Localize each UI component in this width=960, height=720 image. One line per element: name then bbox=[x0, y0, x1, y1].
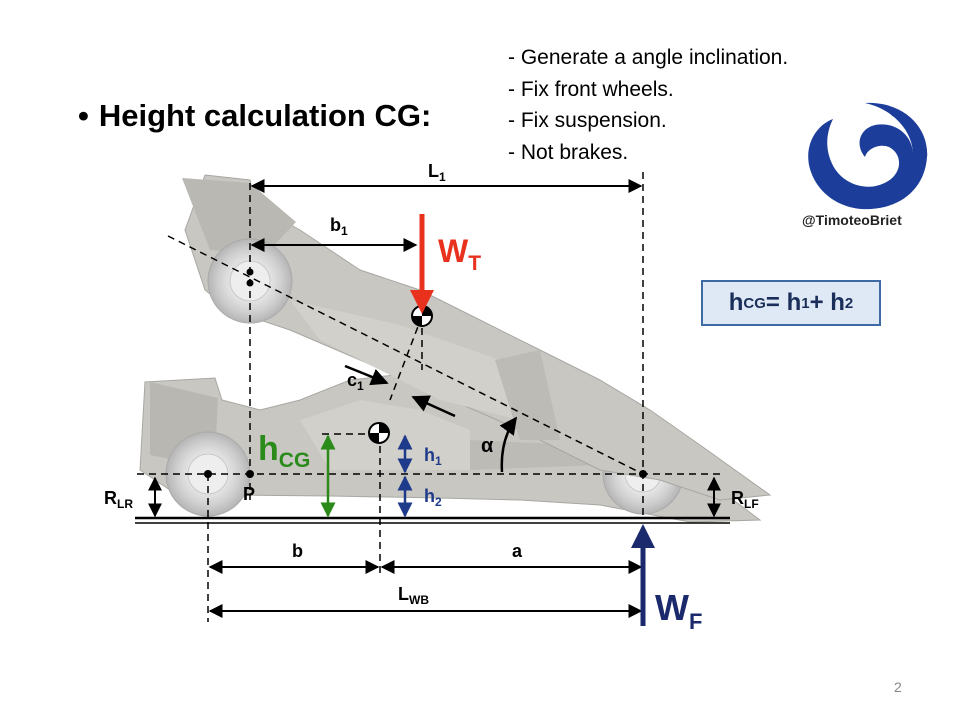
formula-sub1: 1 bbox=[801, 294, 810, 312]
page-number: 2 bbox=[894, 679, 902, 695]
h2-label: h2 bbox=[424, 486, 442, 509]
wt-force-arrow bbox=[410, 214, 434, 314]
bullet-icon: • bbox=[78, 98, 89, 133]
assumption-item: - Fix suspension. bbox=[508, 109, 667, 132]
wt-label: WT bbox=[438, 233, 481, 275]
slide-title: • Height calculation CG: bbox=[78, 98, 431, 134]
h1-label: h1 bbox=[424, 445, 442, 468]
formula-lhs: h bbox=[728, 289, 744, 316]
wf-label: WF bbox=[655, 587, 702, 634]
c1-arrow-left bbox=[344, 364, 389, 386]
assumption-item: - Not brakes. bbox=[508, 140, 629, 164]
b1-label: b1 bbox=[330, 215, 348, 238]
formula-lhs-sub: CG bbox=[743, 294, 766, 312]
assumptions-list: - Generate a angle inclination. - Fix fr… bbox=[508, 42, 788, 168]
formula-eq: = h bbox=[765, 289, 802, 316]
a-label: a bbox=[512, 541, 523, 561]
lwb-label: LWB bbox=[398, 584, 429, 607]
assumption-item: - Fix front wheels. bbox=[508, 77, 674, 101]
p-label: P bbox=[243, 484, 255, 504]
ground-line bbox=[135, 516, 730, 524]
pivot-points bbox=[204, 268, 647, 478]
assumption-item: - Generate a angle inclination. bbox=[508, 46, 789, 69]
c1-label: c1 bbox=[347, 370, 364, 393]
c1-arrow-right bbox=[411, 395, 456, 418]
author-handle: @TimoteoBriet bbox=[802, 212, 902, 228]
alpha-label: α bbox=[481, 435, 494, 457]
b-label: b bbox=[292, 541, 303, 561]
rlr-label: RLR bbox=[104, 488, 133, 511]
formula-sub2: 2 bbox=[844, 294, 854, 312]
l1-label: L1 bbox=[428, 161, 446, 184]
formula-plus: + h bbox=[809, 289, 845, 316]
logo-icon bbox=[808, 102, 928, 210]
alpha-angle-arc bbox=[499, 416, 518, 473]
rlf-label: RLF bbox=[731, 488, 759, 511]
title-text: Height calculation CG: bbox=[98, 98, 432, 133]
cg-symbol-level bbox=[368, 422, 390, 444]
hcg-label: hCG bbox=[258, 430, 310, 472]
inclined-car bbox=[182, 174, 772, 501]
wf-force-arrow bbox=[631, 524, 655, 626]
